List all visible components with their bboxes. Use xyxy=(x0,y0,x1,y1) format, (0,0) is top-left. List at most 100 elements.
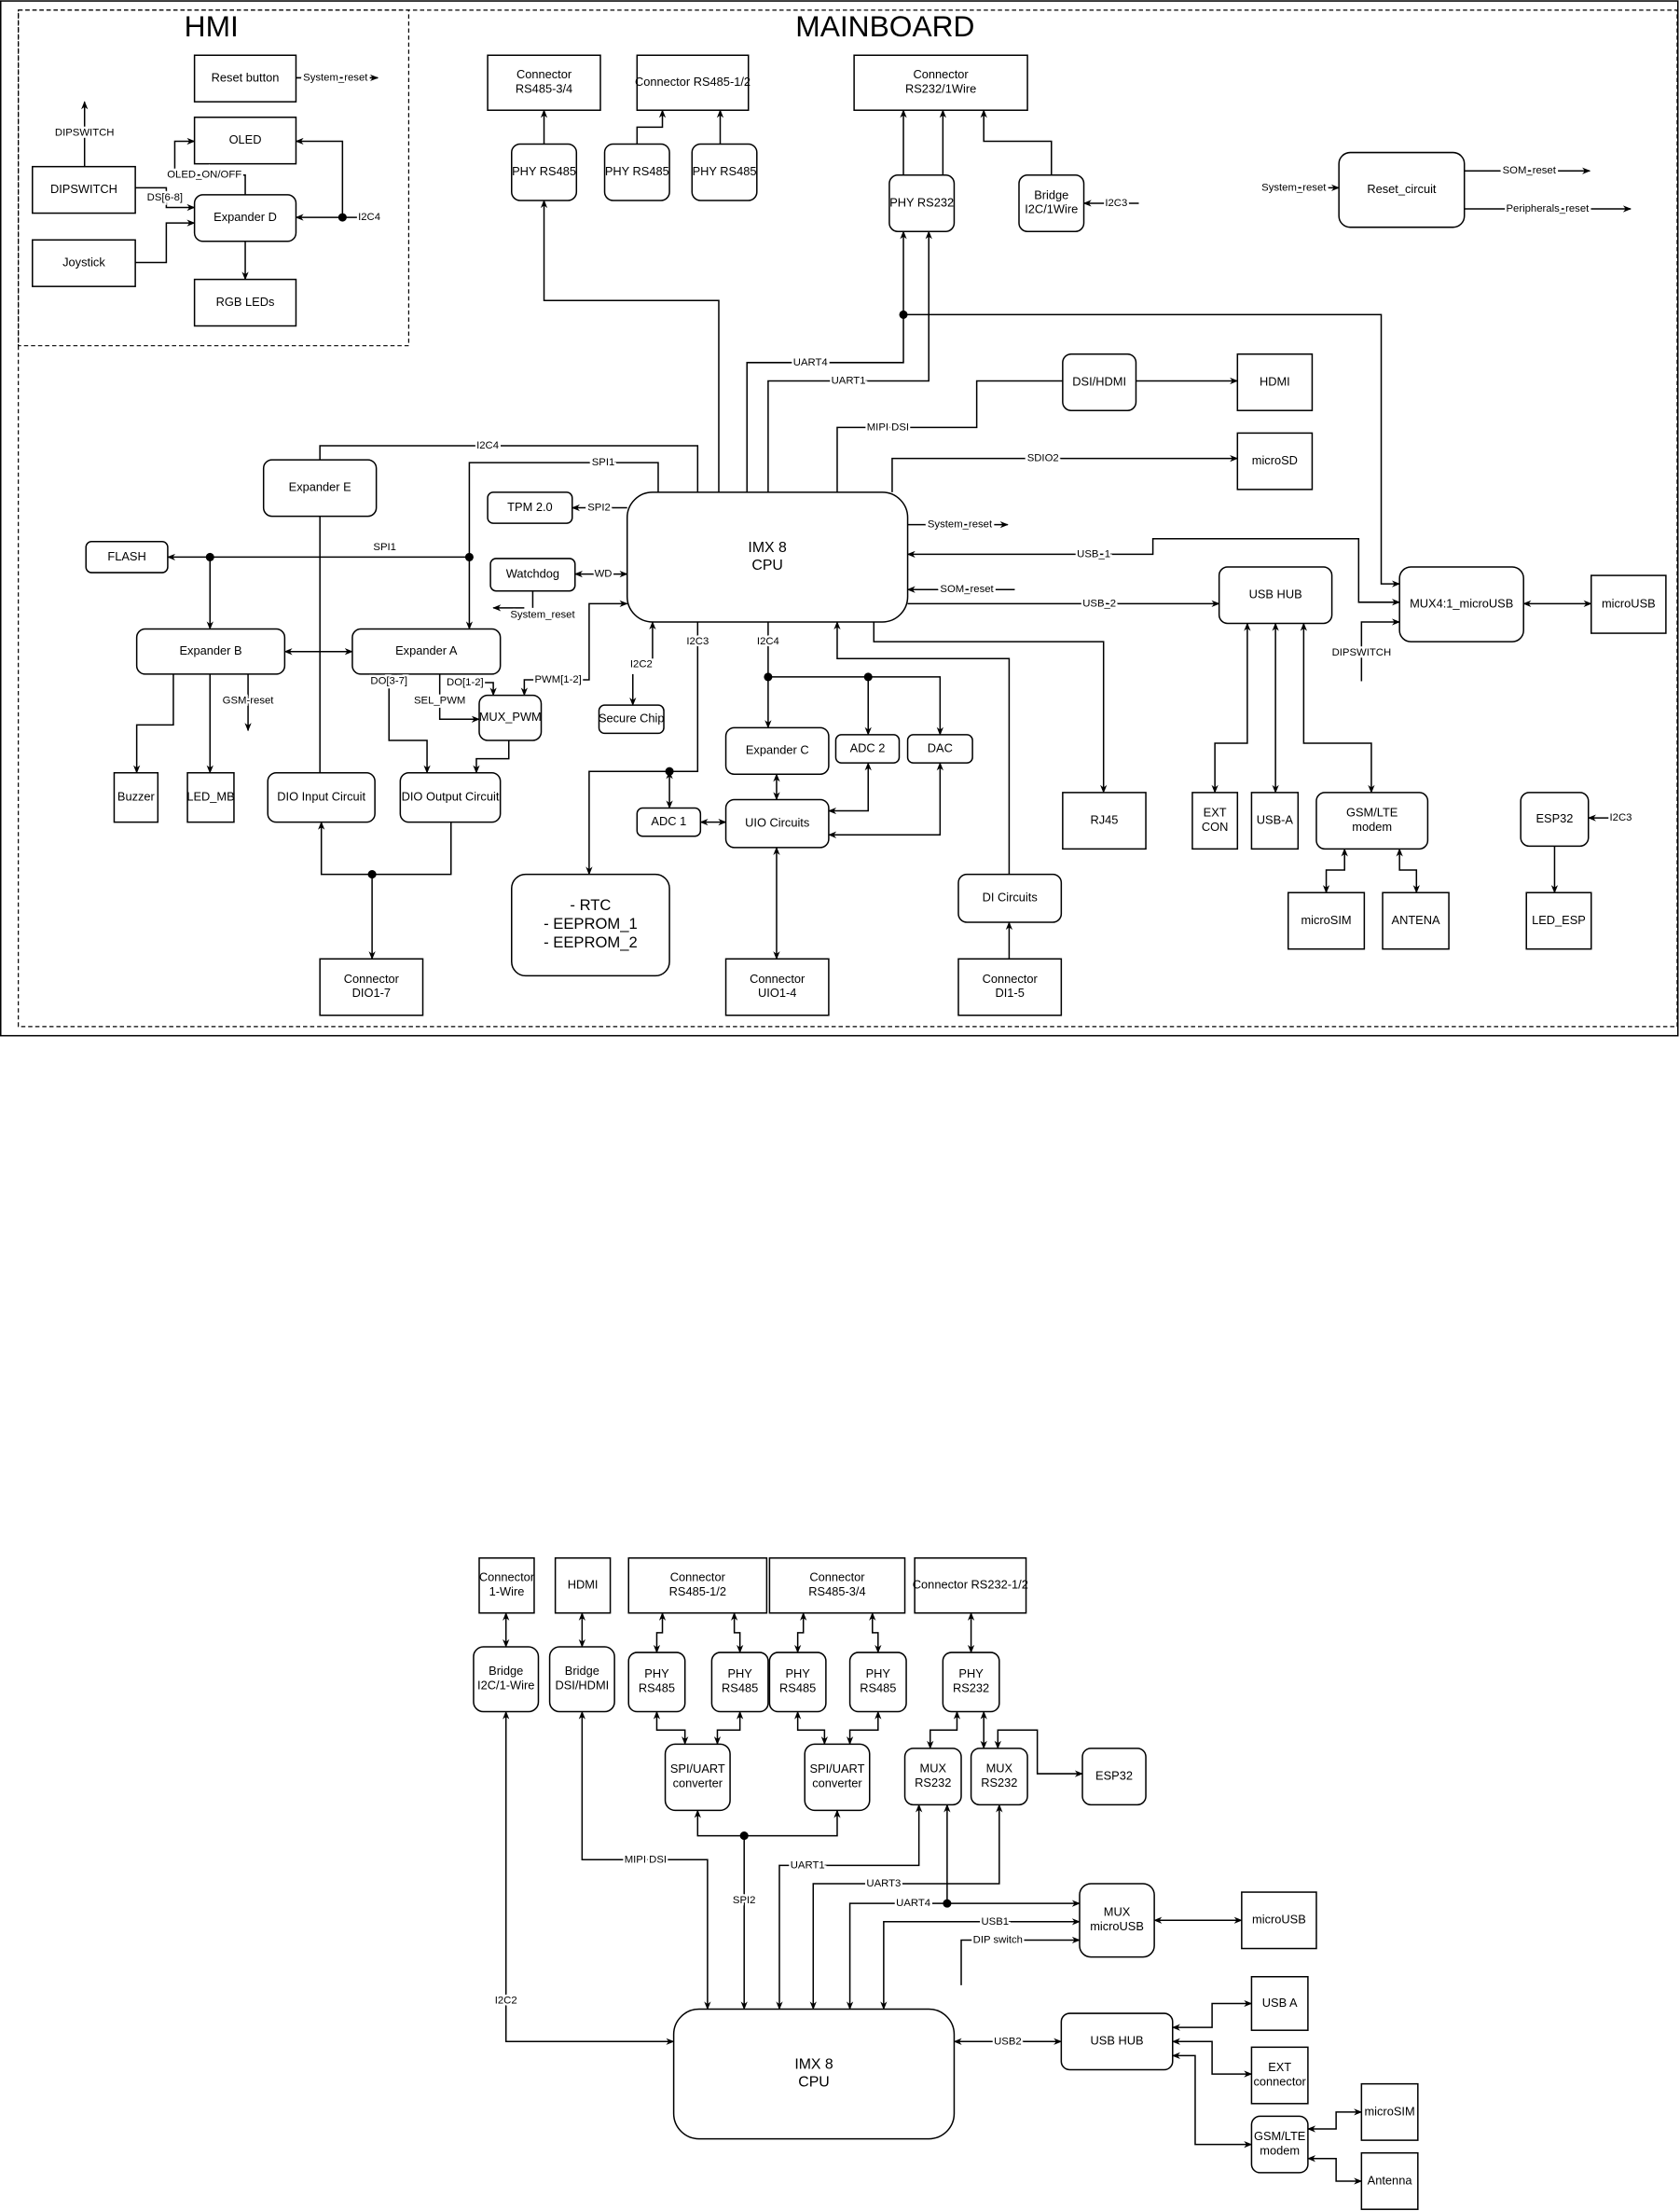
block-shape xyxy=(724,798,830,849)
block-label: FLASH xyxy=(107,549,145,563)
connection-line xyxy=(1396,848,1420,894)
signal-label-som-reset-out: SOM_reset xyxy=(1503,165,1557,176)
block-shape xyxy=(554,1557,612,1614)
block-shape xyxy=(473,1646,540,1713)
block-label: Expander B xyxy=(179,643,241,657)
block-label: MUX_PWM xyxy=(479,710,542,724)
block-label: microUSB xyxy=(1602,596,1656,610)
block-shape xyxy=(1382,891,1450,950)
signal-label-system-reset-cpu: System_reset xyxy=(928,519,993,531)
block-shape xyxy=(636,54,750,111)
connection-line xyxy=(794,1611,807,1653)
block-shape xyxy=(1060,2012,1174,2071)
block-label: RGB LEDs xyxy=(216,295,275,309)
block-label-line: PHY xyxy=(785,1666,810,1680)
top-block-led-esp: LED_ESP xyxy=(1525,891,1592,950)
signal-label-peripherals-reset: Peripherals_reset xyxy=(1506,203,1590,214)
signal-label-do-3-7: DO[3-7] xyxy=(370,675,407,686)
block-shape xyxy=(768,1557,906,1614)
block-shape xyxy=(1241,1891,1317,1950)
block-label-line: GSM/LTE xyxy=(1254,2129,1305,2143)
signal-label-usb1: USB1 xyxy=(981,1916,1009,1928)
block-label-line: MUX xyxy=(1104,1905,1131,1919)
top-block-usb-hub: USB HUB xyxy=(1218,566,1333,625)
connection-line xyxy=(833,621,1011,875)
block-shape xyxy=(914,1557,1027,1614)
signal-label-oled-on-off: OLED_ON/OFF xyxy=(167,170,241,181)
block-label-line: Connector xyxy=(913,67,969,81)
block-shape xyxy=(267,771,376,823)
block-label: LED_MB xyxy=(186,790,234,804)
block-label: - RTC- EEPROM_1- EEPROM_2 xyxy=(544,896,638,951)
block-label-line: modem xyxy=(1352,820,1392,834)
block-label-line: PHY xyxy=(644,1666,669,1680)
signal-label-system-reset-rc: System_reset xyxy=(1261,182,1327,193)
top-block-usb-a: USB-A xyxy=(1250,792,1300,850)
signal-label-mipi-dsi: MIPI DSI xyxy=(867,421,909,433)
block-shape xyxy=(262,459,378,518)
block-label-line: Connector xyxy=(750,972,806,986)
connection-line xyxy=(485,682,497,697)
top-block-microsd: microSD xyxy=(1236,432,1314,491)
mainboard-title: MAINBOARD xyxy=(795,9,974,43)
connection-line xyxy=(868,676,943,736)
connection-line xyxy=(767,230,932,492)
block-label-line: RS232 xyxy=(981,1776,1017,1790)
block-label: USB A xyxy=(1262,1996,1298,2010)
block-label-line: CPU xyxy=(751,558,782,573)
top-block-expander-c: Expander C xyxy=(724,726,830,775)
block-shape xyxy=(1218,566,1333,625)
signal-label-mipi-dsi: MIPI DSI xyxy=(625,1854,667,1865)
bottom-block-microsim: microSIM xyxy=(1360,2082,1419,2141)
block-label-line: MUX xyxy=(920,1762,947,1776)
block-label-line: RS485 xyxy=(722,1681,758,1695)
block-label-line: Connector xyxy=(479,1570,535,1584)
block-shape xyxy=(598,704,665,735)
junction-dot xyxy=(764,672,773,682)
block-shape xyxy=(1236,432,1314,491)
connection-line xyxy=(1306,2108,1363,2133)
block-label: microSIM xyxy=(1364,2104,1414,2118)
connection-line xyxy=(906,538,1401,606)
block-shape xyxy=(834,734,901,764)
block-label: PHY RS485 xyxy=(693,164,757,178)
connection-line xyxy=(1211,622,1251,794)
bottom-block-usb-hub: USB HUB xyxy=(1060,2012,1174,2071)
connection-line xyxy=(767,676,872,736)
block-label-line: UIO1-4 xyxy=(758,987,796,1001)
bottom-block-esp32: ESP32 xyxy=(1081,1748,1147,1806)
signal-label-usb-2: USB_2 xyxy=(1082,598,1116,609)
bottom-block-conn-rs232: Connector RS232-1/2 xyxy=(913,1557,1028,1614)
block-label-line: RS232/1Wire xyxy=(905,82,976,96)
top-block-oled: OLED xyxy=(193,117,297,165)
connection-line xyxy=(880,1918,1081,2011)
block-label: UIO Circuits xyxy=(745,816,809,830)
block-shape xyxy=(664,1743,731,1812)
bottom-block-hdmi: HDMI xyxy=(554,1557,612,1614)
top-block-expander-d: Expander D xyxy=(193,194,297,242)
connection-line xyxy=(846,1900,1081,2011)
bottom-block-usb-a: USB A xyxy=(1250,1976,1309,2031)
block-shape xyxy=(548,1646,615,1713)
block-shape xyxy=(957,873,1063,923)
top-block-antena: ANTENA xyxy=(1382,891,1450,950)
connection-line xyxy=(1322,848,1348,894)
connection-line xyxy=(873,621,1108,794)
top-block-microusb: microUSB xyxy=(1590,574,1667,634)
block-label: microSIM xyxy=(1301,913,1351,927)
